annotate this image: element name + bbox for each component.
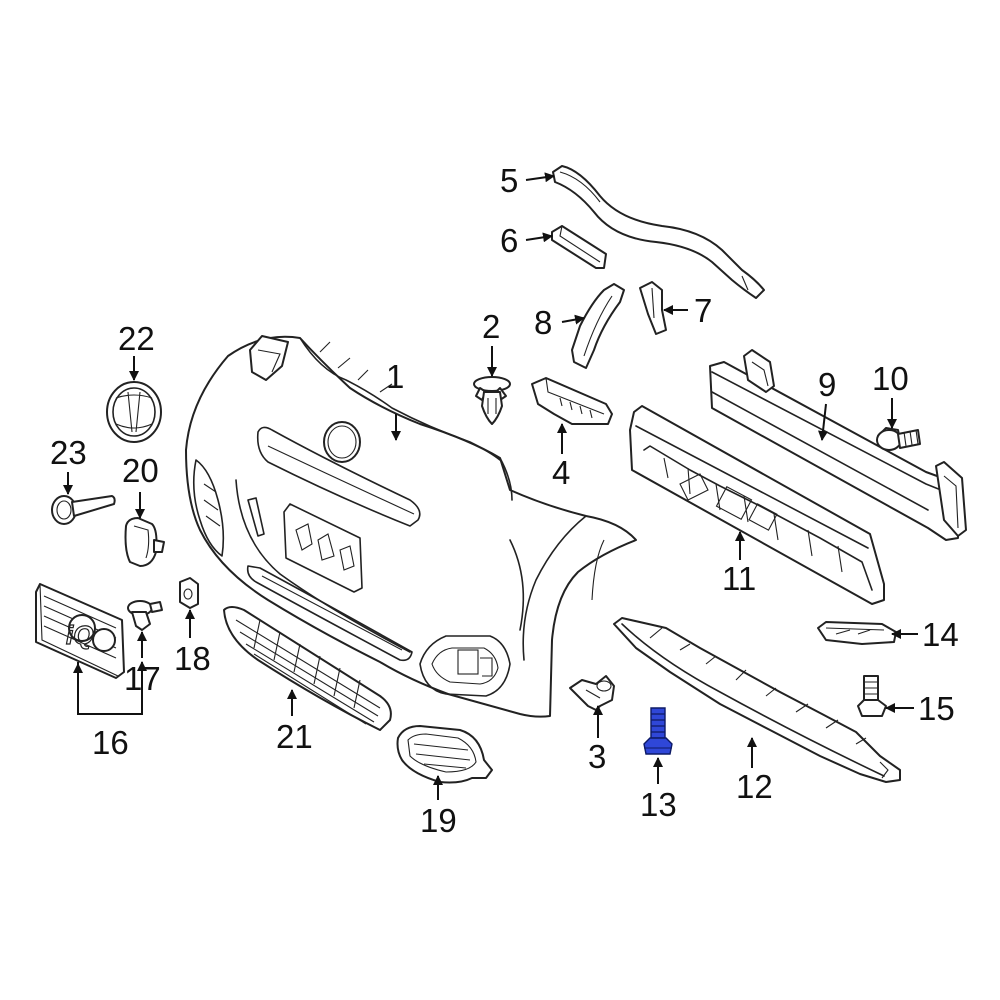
energy-absorber[interactable]	[629, 405, 885, 605]
callout-10: 10	[872, 360, 909, 397]
push-retainer-clip[interactable]	[473, 376, 511, 425]
callout-18: 18	[174, 640, 211, 677]
lower-grille[interactable]	[223, 606, 392, 731]
upper-pad[interactable]	[551, 225, 607, 269]
tow-hook-cover[interactable]	[124, 517, 165, 567]
callout-8: 8	[534, 304, 552, 341]
callout-5: 5	[500, 162, 518, 199]
callout-14: 14	[922, 616, 959, 653]
emblem[interactable]	[106, 381, 162, 443]
callout-2: 2	[482, 308, 500, 345]
callout-22: 22	[118, 320, 155, 357]
highlighted-bolt[interactable]	[643, 707, 673, 755]
callout-16: 16	[92, 724, 129, 761]
callout-13: 13	[640, 786, 677, 823]
lower-absorber[interactable]	[613, 617, 901, 783]
stud-bolt[interactable]	[857, 675, 887, 717]
nut-clip[interactable]	[179, 577, 199, 609]
flange-bolt[interactable]	[876, 427, 921, 451]
emblem-pin[interactable]	[51, 495, 116, 525]
leader-9	[818, 403, 828, 441]
right-side-pad[interactable]	[639, 281, 667, 335]
callout-7: 7	[694, 292, 712, 329]
fog-lamp-bezel[interactable]	[396, 725, 493, 784]
leader-lines	[63, 172, 918, 800]
callout-6: 6	[500, 222, 518, 259]
callout-17: 17	[124, 660, 161, 697]
callout-9: 9	[818, 366, 836, 403]
callout-4: 4	[552, 454, 570, 491]
callout-20: 20	[122, 452, 159, 489]
leader-5	[525, 172, 555, 183]
callout-labels: 1 2 3 4 5 6 7 8 9 10 11 12 13 14 15 16 1…	[50, 162, 959, 839]
plate-emblem-text: iQ	[66, 620, 93, 650]
license-plate-bracket[interactable]: iQ	[35, 583, 125, 679]
callout-12: 12	[736, 768, 773, 805]
callout-15: 15	[918, 690, 955, 727]
callout-21: 21	[276, 718, 313, 755]
callout-1: 1	[386, 358, 404, 395]
upper-seal-strip[interactable]	[552, 165, 765, 299]
leader-16	[77, 662, 143, 715]
side-retainer-bracket[interactable]	[531, 377, 613, 425]
callout-11: 11	[722, 560, 756, 597]
callout-23: 23	[50, 434, 87, 471]
left-side-pad[interactable]	[571, 283, 625, 369]
callout-3: 3	[588, 738, 606, 775]
leader-8	[561, 314, 585, 325]
front-bumper-cover[interactable]	[185, 335, 637, 718]
callout-19: 19	[420, 802, 457, 839]
sensor-bracket[interactable]	[569, 675, 615, 711]
leader-6	[525, 232, 553, 243]
small-bracket[interactable]	[817, 621, 897, 645]
plate-screw[interactable]	[127, 600, 163, 631]
